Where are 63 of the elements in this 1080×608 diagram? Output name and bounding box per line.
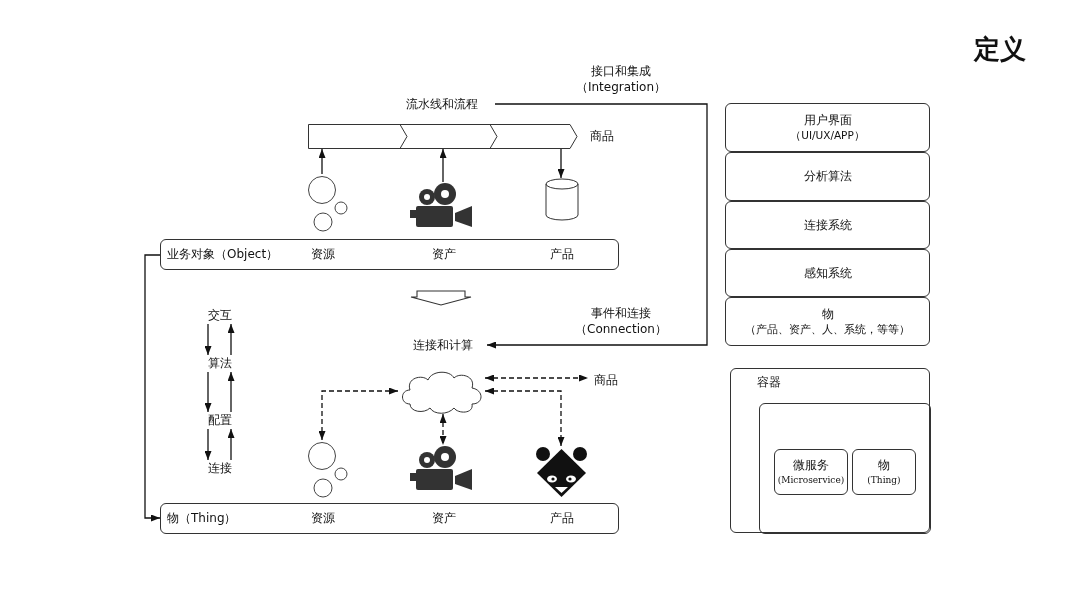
camera-icon (410, 182, 472, 227)
box-heading: 微服务 (793, 457, 829, 473)
service-box (852, 449, 916, 495)
text-label: 连接 (200, 460, 240, 477)
side-label: 商品 (590, 129, 614, 144)
note-label: 事件和连接（Connection） (574, 305, 668, 337)
box-text: 产品 (550, 247, 574, 262)
object-box (160, 239, 619, 270)
arrow (227, 371, 235, 413)
arrow (204, 371, 212, 413)
arrow (318, 148, 326, 175)
service-box (774, 449, 848, 495)
box-text: 物（Thing） (167, 511, 237, 526)
box-subtext: (Microservice) (777, 473, 845, 487)
box-heading: 用户界面 (803, 113, 852, 128)
arrow (484, 387, 565, 447)
text-label: 流水线和流程 (388, 96, 495, 113)
arrow (486, 103, 708, 349)
camera-icon (410, 445, 472, 492)
box-text: 资产 (432, 511, 456, 526)
box-text: 业务对象（Object） (167, 247, 279, 262)
box-text: 资产 (432, 247, 456, 262)
box-subtext: （UI/UX/APP） (790, 128, 865, 142)
box-subtext: （产品、资产、人、系统，等等） (745, 322, 910, 336)
thing-box (160, 503, 619, 534)
layer-box (725, 297, 930, 346)
box-text: 产品 (550, 511, 574, 526)
container-box (730, 368, 930, 533)
arrow (484, 374, 589, 382)
box-heading: 分析算法 (803, 169, 852, 184)
animal-icon (535, 446, 588, 497)
bubbles-icon (308, 440, 350, 498)
layer-box (725, 201, 930, 249)
arrow (439, 148, 447, 183)
box-text: 资源 (311, 247, 335, 262)
box-heading: 连接系统 (803, 217, 852, 233)
text-label: 交互 (200, 307, 240, 324)
arrow (439, 413, 447, 446)
layer-box (725, 152, 930, 201)
box-text: 资源 (311, 511, 335, 526)
title: 定义 (974, 33, 1026, 66)
arrow (318, 387, 399, 441)
arrow (144, 254, 161, 522)
arrow (557, 148, 565, 179)
cylinder-icon (545, 178, 579, 221)
box-subtext: (Thing) (867, 473, 901, 487)
inner-box (759, 403, 931, 534)
text-label: 算法 (200, 355, 240, 372)
box-heading: 物 (878, 457, 890, 473)
layer-box (725, 103, 930, 152)
arrow (227, 323, 235, 356)
arrow (227, 428, 235, 461)
arrow (204, 323, 212, 356)
pipeline-bar (308, 124, 578, 149)
text-label: 连接和计算 (398, 337, 487, 354)
text-label: 配置 (200, 412, 240, 429)
box-heading: 容器 (757, 375, 781, 390)
arrow (204, 428, 212, 461)
bubbles-icon (308, 174, 350, 232)
layer-box (725, 249, 930, 297)
box-heading: 物 (821, 307, 834, 322)
box-heading: 感知系统 (803, 265, 852, 281)
text-label: 商品 (588, 372, 624, 389)
